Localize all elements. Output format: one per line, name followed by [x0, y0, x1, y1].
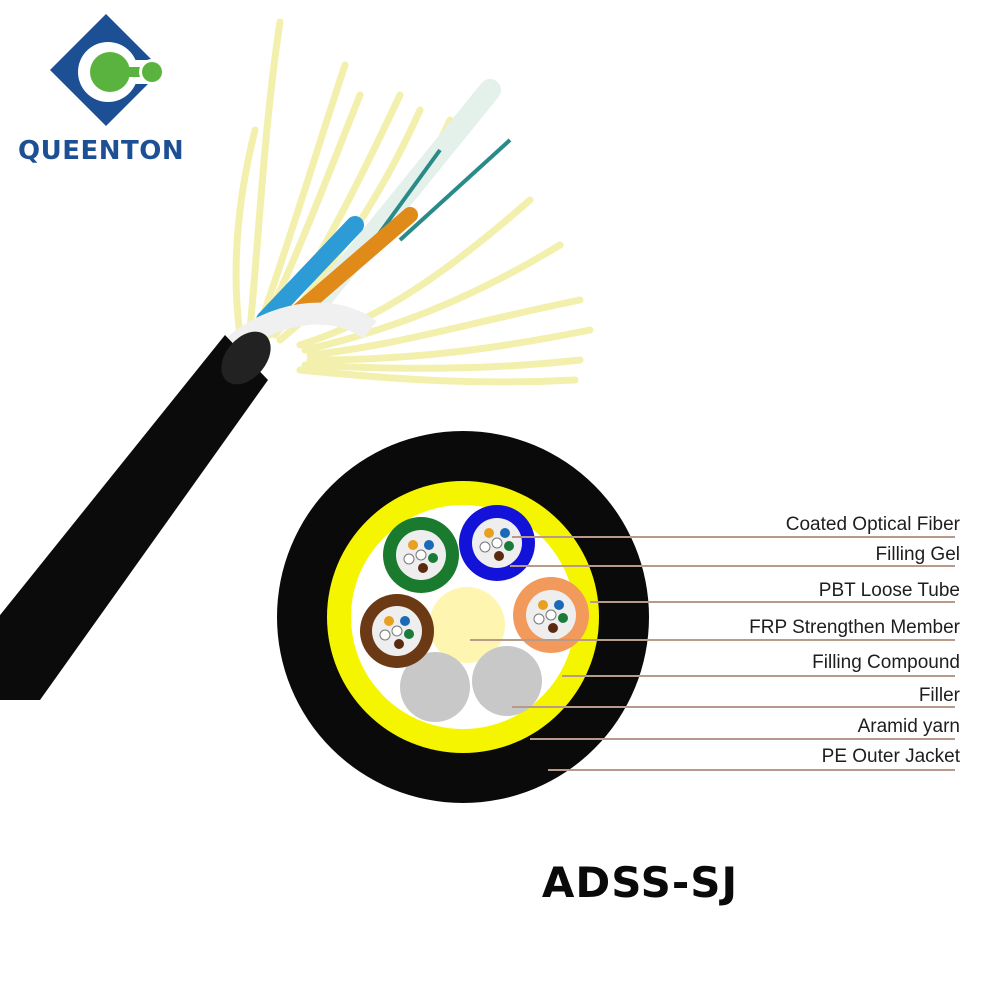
label-pe-outer-jacket: PE Outer Jacket: [821, 746, 960, 767]
label-coated-optical-fiber: Coated Optical Fiber: [785, 514, 960, 535]
label-filling-compound: Filling Compound: [812, 652, 960, 673]
label-pbt-loose-tube: PBT Loose Tube: [818, 580, 960, 601]
brand-name: QUEENTON: [18, 136, 185, 166]
label-filling-gel: Filling Gel: [875, 544, 960, 565]
cross-section-diagram: [277, 431, 649, 803]
frp-member: [429, 587, 505, 663]
filler: [472, 646, 542, 716]
label-filler: Filler: [918, 685, 960, 706]
filler: [400, 652, 470, 722]
label-frp-strengthen-member: FRP Strengthen Member: [749, 617, 960, 638]
cable-illustration: [0, 18, 594, 700]
label-aramid-yarn: Aramid yarn: [857, 716, 960, 737]
product-model-title: ADSS-SJ: [541, 858, 739, 907]
logo-mark-icon: [50, 14, 166, 126]
